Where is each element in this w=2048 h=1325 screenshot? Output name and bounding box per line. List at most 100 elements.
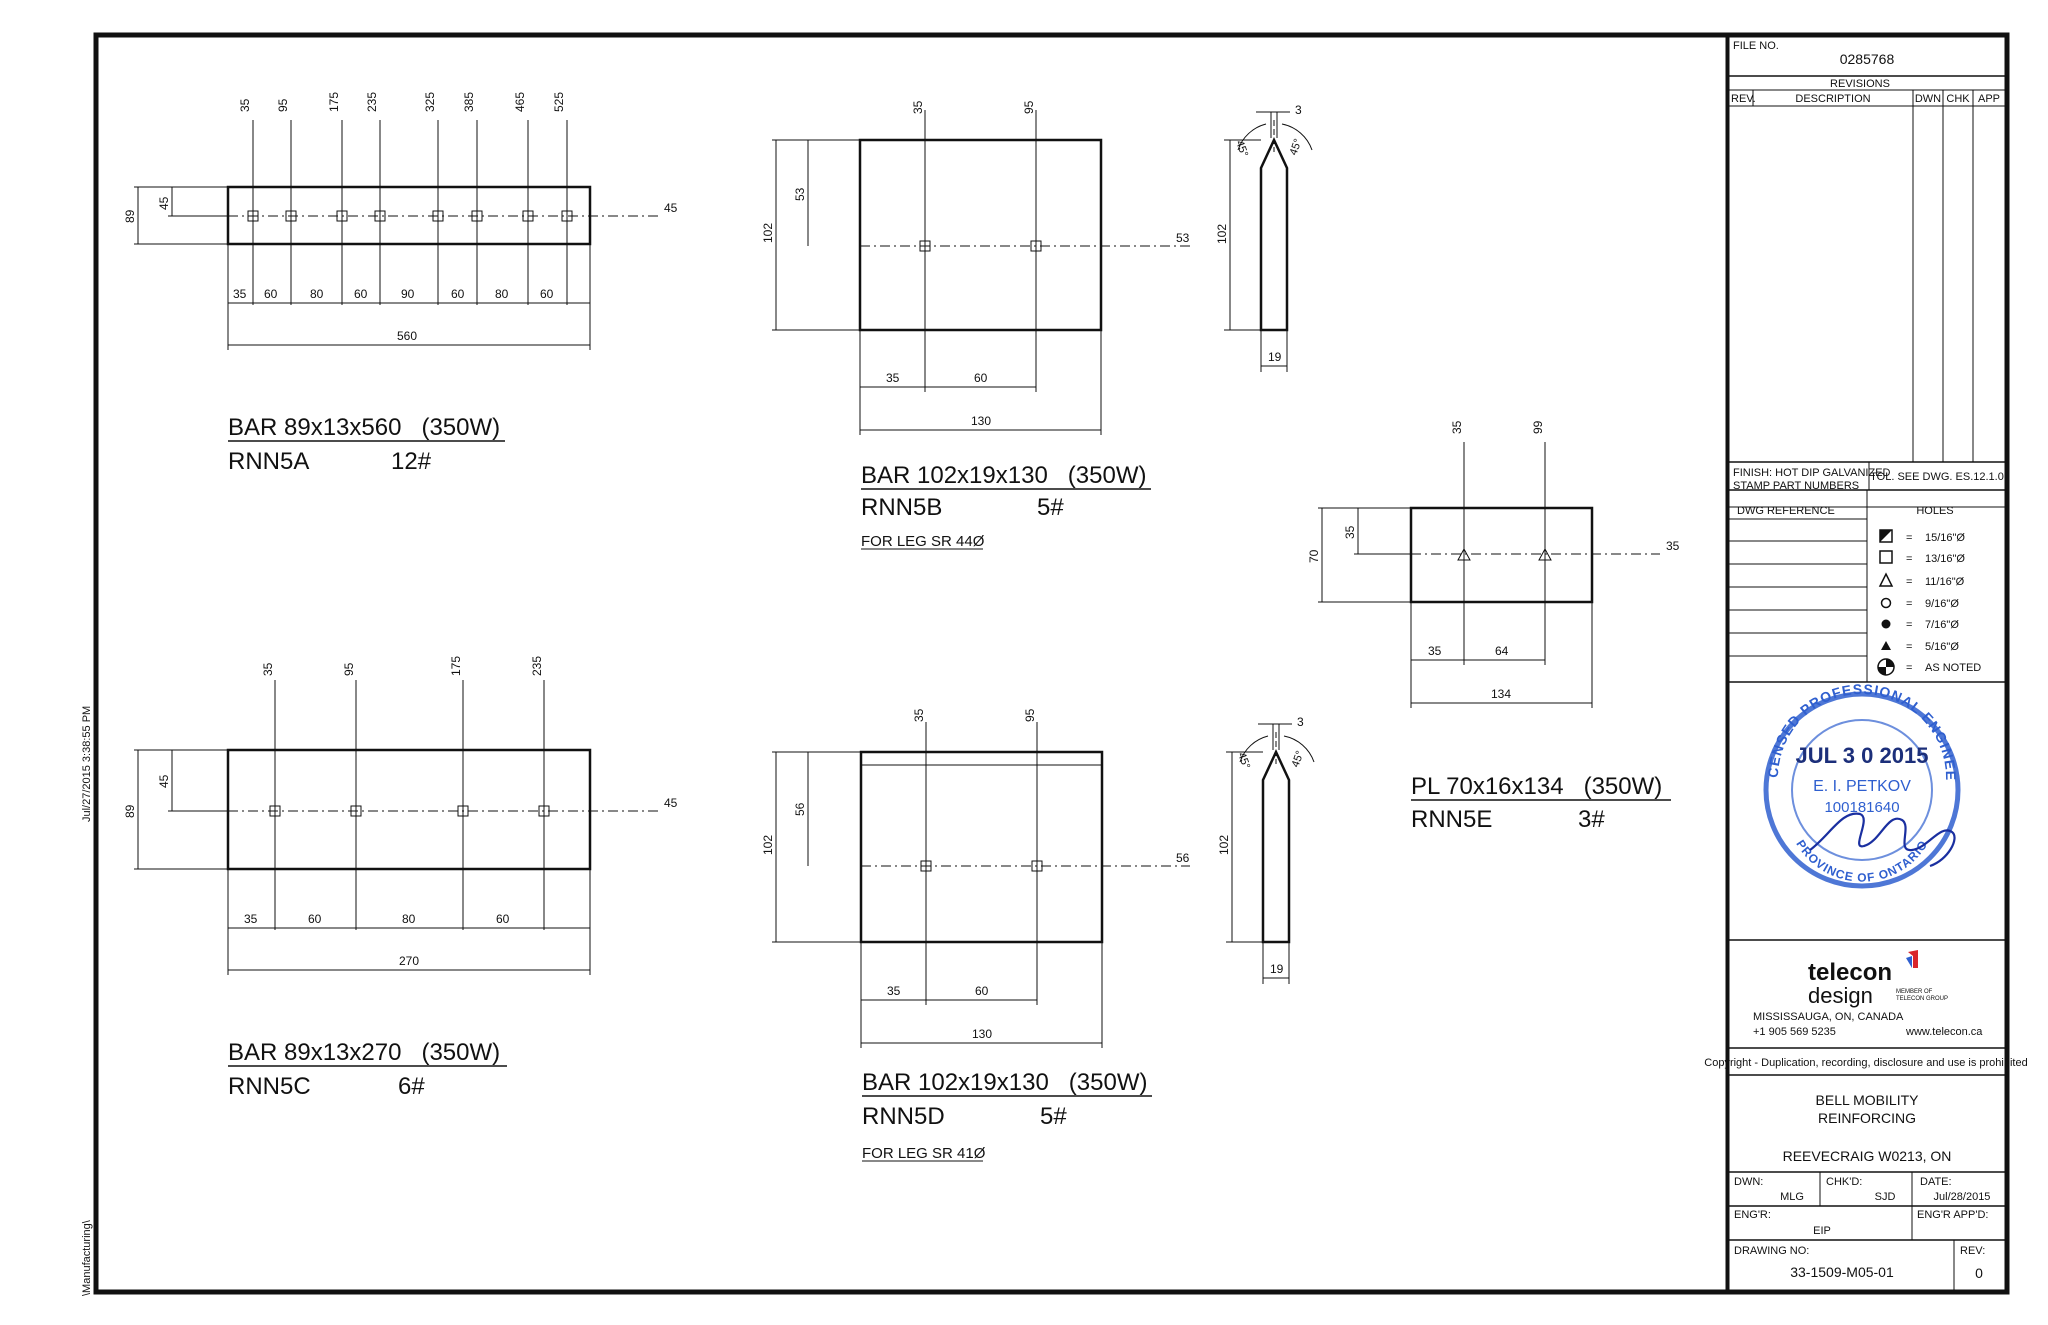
dim-text: 235 [365,92,379,112]
part-mark: RNN5D [862,1103,945,1130]
stamp-name: E. I. PETKOV [1813,778,1911,795]
stamp-date: JUL 3 0 2015 [1796,743,1929,768]
dim-text: 102 [761,835,775,855]
rev-value: 0 [1975,1265,1983,1281]
part-qty: 6# [398,1073,425,1100]
stamp-arc-text: LICENSED PROFESSIONAL ENGINEER [0,0,1958,781]
dim-text: 35 [911,100,925,114]
dim-text: 60 [974,371,988,385]
dim-text: 525 [552,92,566,112]
date-value: Jul/28/2015 [1934,1191,1991,1203]
holes-label: HOLES [1916,505,1953,517]
dim-text: 53 [793,187,807,201]
part-qty: 5# [1040,1103,1067,1130]
dim-text: 45° [1233,139,1250,159]
print-path: \Manufacturing\ [81,1219,93,1296]
engr-label: ENG'R: [1734,1209,1771,1221]
dim-text: 19 [1270,962,1284,976]
dim-text: 270 [399,954,419,968]
dim-text: 35 [261,662,275,676]
legend-size: 13/16"Ø [1925,553,1965,565]
rnn5a-label: BAR 89x13x560 (350W) RNN5A 12# [228,414,505,475]
dim-text: 235 [530,656,544,676]
hole-symbol-11-16-icon [1878,572,1894,587]
rev-col: DESCRIPTION [1795,93,1870,105]
part-rnn5d [772,722,1315,1048]
dim-text: 53 [1176,231,1190,245]
part-mark: RNN5C [228,1073,311,1100]
rnn5e-dim-text: 35 99 35 64 134 70 35 35 [1307,420,1680,701]
hole-symbol-15-16-icon [1879,529,1893,543]
svg-text:LICENSED PROFESSIONAL ENGINEER: LICENSED PROFESSIONAL ENGINEER [0,0,1958,781]
dim-text: 99 [1531,420,1545,434]
rnn5e-label: PL 70x16x134 (350W) RNN5E 3# [1411,773,1671,833]
dim-text: 95 [1023,708,1037,722]
legend-eq: = [1906,576,1912,588]
legend-size: 15/16"Ø [1925,532,1965,544]
dim-text: 19 [1268,350,1282,364]
dim-text: 385 [462,92,476,112]
extension-lines [134,120,591,350]
signature-icon [1809,812,1956,868]
part-mark: RNN5B [861,494,942,521]
site-name: REEVECRAIG W0213, ON [1783,1148,1952,1164]
legend-eq: = [1906,532,1912,544]
bar-outline [859,750,1104,944]
dim-text: 60 [540,287,554,301]
hole-symbol-9-16-icon [1880,597,1892,609]
title-block [1728,36,2006,1291]
part-mark: RNN5E [1411,806,1492,833]
drawing-no-label: DRAWING NO: [1734,1245,1809,1257]
company-city: MISSISSAUGA, ON, CANADA [1753,1011,1904,1023]
print-timestamp: Jul/27/2015 3:38:55 PM [81,706,93,822]
dim-text: 45° [1290,749,1307,769]
hole-symbol-7-16-icon [1881,619,1891,629]
dim-text: 64 [1495,644,1509,658]
dim-text: 60 [264,287,278,301]
dim-text: 35 [1428,644,1442,658]
legend-eq: = [1906,553,1912,565]
svg-text:PROVINCE OF ONTARIO: PROVINCE OF ONTARIO [1793,837,1930,884]
part-title: BAR 102x19x130 (350W) [862,1069,1147,1096]
part-rnn5e [1318,442,1660,708]
dim-text: 80 [310,287,324,301]
dim-text: 60 [496,912,510,926]
legend-eq: = [1906,641,1912,653]
rnn5d-label: BAR 102x19x130 (350W) RNN5D 5# FOR LEG S… [862,1069,1152,1162]
part-title: BAR 89x13x270 (350W) [228,1039,500,1066]
hole-symbol-5-16-icon [1881,641,1891,650]
hole-legend: = = = = = = = 15/16"Ø 13/16"Ø 11/16"Ø 9/… [1877,529,1981,676]
dim-text: 175 [327,92,341,112]
legend-size: 9/16"Ø [1925,598,1959,610]
file-no: 0285768 [1840,51,1895,67]
dim-text: 45 [664,796,678,810]
rnn5c-label: BAR 89x13x270 (350W) RNN5C 6# [228,1039,507,1100]
engr-value: EIP [1813,1225,1831,1237]
rev-col: DWN [1915,93,1941,105]
dim-text: 35 [886,371,900,385]
chkd-value: SJD [1875,1191,1896,1203]
part-title: BAR 89x13x560 (350W) [228,414,500,441]
legend-size: 11/16"Ø [1925,576,1965,588]
edge-view [1259,137,1289,332]
dim-text: 95 [276,98,290,112]
sheet-border [93,32,2010,1295]
dim-text: 70 [1307,549,1321,563]
rev-col: CHK [1946,93,1970,105]
dim-text: 45 [157,196,171,210]
dim-text: 3 [1295,103,1302,117]
rev-col: REV. [1731,93,1756,105]
part-qty: 12# [391,448,432,475]
legend-eq: = [1906,662,1912,674]
rnn5c-dim-text: 35 95 175 235 35 60 80 60 270 89 45 45 [123,656,678,968]
hole-symbol-as-noted-icon [1877,658,1895,676]
project-line2: REINFORCING [1818,1110,1916,1126]
rnn5b-dim-text: 35 95 35 60 130 102 53 53 3 102 19 45° 4… [761,100,1305,428]
brand-member: MEMBER OF [1896,989,1933,995]
dim-text: 45 [664,201,678,215]
stamp-note: STAMP PART NUMBERS [1733,480,1859,492]
dim-text: 102 [761,223,775,243]
dim-text: 35 [244,912,258,926]
bar-outline [226,748,592,871]
